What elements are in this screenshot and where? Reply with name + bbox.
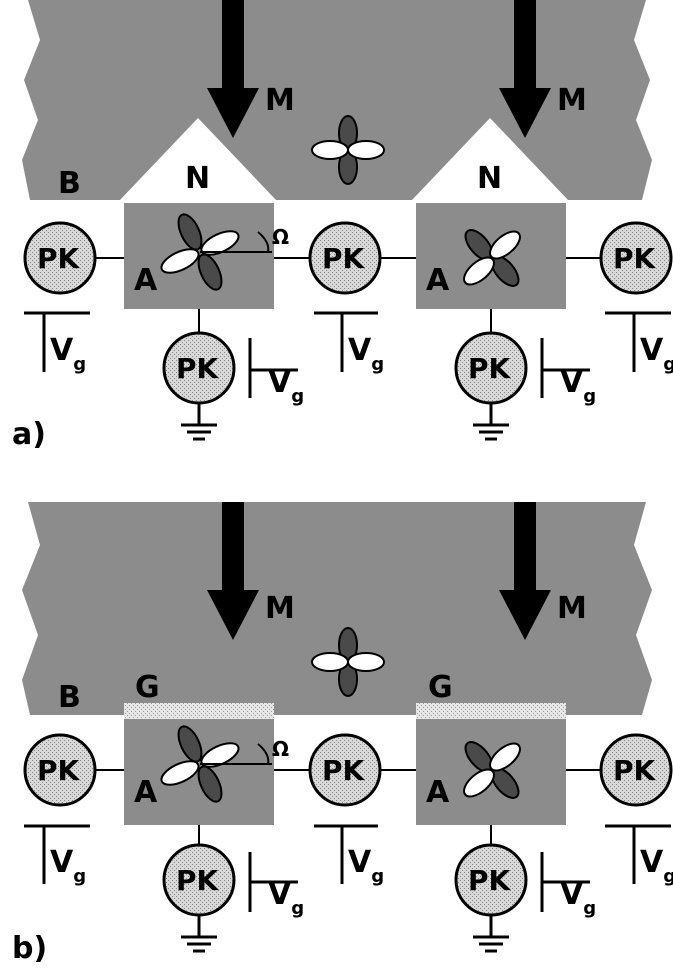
label-vg: Vg — [560, 365, 596, 407]
label-vg: Vg — [268, 365, 304, 407]
label-n: N — [185, 161, 210, 196]
panel-a — [0, 0, 673, 441]
label-pk: PK — [613, 242, 657, 275]
quantum-dot-middle — [308, 733, 382, 807]
panel-b — [0, 502, 673, 953]
label-pk: PK — [468, 864, 512, 897]
quantum-dot-left-edge — [23, 221, 97, 295]
label-b: B — [58, 166, 81, 201]
ground-icon — [471, 913, 511, 953]
ground-icon — [471, 401, 511, 441]
label-a: A — [134, 263, 158, 298]
gate-symbol — [24, 311, 671, 398]
ground-icon — [179, 913, 219, 953]
label-pk: PK — [468, 352, 512, 385]
label-omega: Ω — [272, 225, 289, 249]
label-n: N — [477, 161, 502, 196]
panel-label-a: a) — [12, 417, 46, 452]
label-vg: Vg — [268, 877, 304, 919]
label-vg: Vg — [640, 333, 673, 375]
label-pk: PK — [37, 242, 81, 275]
label-vg: Vg — [640, 845, 673, 887]
quantum-dot-right-edge — [599, 733, 673, 807]
label-b: B — [58, 680, 81, 715]
label-pk: PK — [613, 754, 657, 787]
label-vg: Vg — [348, 845, 384, 887]
label-vg: Vg — [50, 333, 86, 375]
gate-strip-right — [416, 703, 566, 719]
quantum-dot-right-edge — [599, 221, 673, 295]
substrate-b — [0, 502, 673, 715]
label-g: G — [428, 670, 453, 705]
label-omega: Ω — [272, 737, 289, 761]
label-vg: Vg — [560, 877, 596, 919]
label-m: M — [557, 83, 587, 118]
cap-triangle-left — [120, 118, 276, 200]
label-vg: Vg — [50, 845, 86, 887]
quantum-dot-middle — [308, 221, 382, 295]
label-pk: PK — [37, 754, 81, 787]
cap-triangle-right — [412, 118, 568, 200]
label-m: M — [265, 591, 295, 626]
label-a: A — [134, 775, 158, 810]
label-m: M — [265, 83, 295, 118]
gate-symbol — [24, 824, 671, 912]
panel-label-b: b) — [12, 931, 47, 966]
label-pk: PK — [322, 242, 366, 275]
label-pk: PK — [322, 754, 366, 787]
label-m: M — [557, 591, 587, 626]
gate-strip-left — [124, 703, 274, 719]
label-g: G — [135, 670, 160, 705]
label-vg: Vg — [348, 333, 384, 375]
label-pk: PK — [176, 864, 220, 897]
label-a: A — [426, 775, 450, 810]
label-pk: PK — [176, 352, 220, 385]
quantum-dot-left-edge — [23, 733, 97, 807]
label-a: A — [426, 263, 450, 298]
ground-icon — [179, 401, 219, 441]
